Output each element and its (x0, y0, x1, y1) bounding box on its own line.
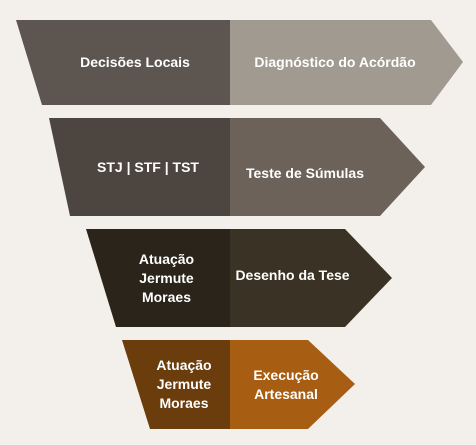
level-1-right-arrow (230, 20, 463, 105)
level-3-right-label: Desenho da Tese (235, 266, 350, 283)
level-1-left-segment (16, 20, 230, 105)
level-1-right-label: Diagnóstico do Acórdão (254, 54, 416, 70)
level-2-right-label: Teste de Súmulas (245, 164, 364, 181)
level-2-right-arrow (230, 118, 425, 216)
level-3-right-arrow (230, 229, 392, 327)
level-4-right-arrow (230, 340, 355, 429)
level-2-left-label: STJ | STF | TST (97, 158, 199, 175)
level-3-left-segment (86, 229, 230, 327)
level-2-left-segment (49, 118, 230, 216)
level-1-left-label: Decisões Locais (80, 54, 190, 70)
level-3-left-label: Atuação Jermute Moraes (138, 250, 195, 305)
level-4-left-segment (122, 340, 230, 429)
level-4-right-label: Execução Artesanal (253, 366, 319, 402)
level-4-left-label: Atuação Jermute Moraes (156, 357, 212, 411)
